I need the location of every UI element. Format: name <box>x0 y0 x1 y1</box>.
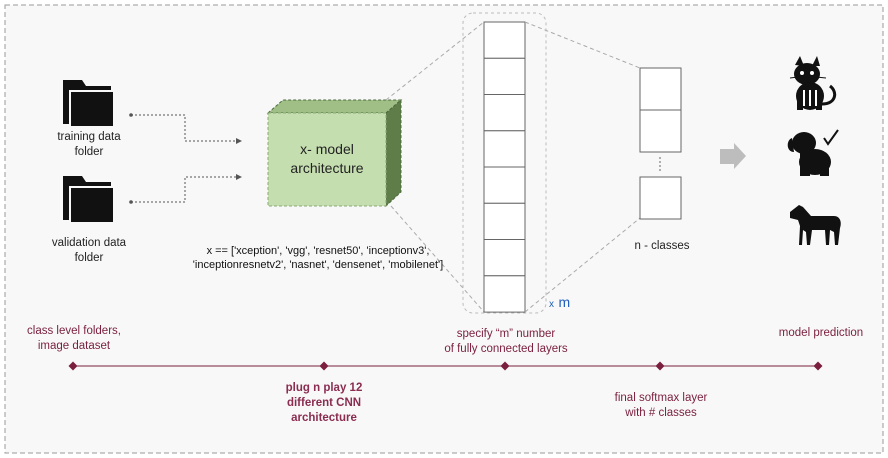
timeline-label-softmax: final softmax layer with # classes <box>596 391 726 421</box>
validation-connector-arrow <box>236 174 242 180</box>
model-label-line2: architecture <box>290 160 364 176</box>
training-connector-dot <box>129 113 133 117</box>
multiplier-x: x <box>549 299 554 310</box>
timeline-marker-dense <box>500 361 510 371</box>
timeline-label-dense-line1: specify “m” number <box>456 328 556 340</box>
softmax-layer <box>639 67 682 220</box>
dense-unit <box>483 21 526 59</box>
training-label-line1: training data <box>57 131 121 143</box>
softmax-unit-n <box>639 176 682 220</box>
timeline-marker-prediction <box>813 361 823 371</box>
projection-line-softmax-bottom <box>524 217 641 313</box>
training-folder-icon <box>63 80 113 126</box>
outer-frame <box>4 4 884 454</box>
dense-unit <box>483 239 526 277</box>
timeline-label-softmax-line2: with # classes <box>625 407 697 419</box>
timeline-label-dataset-line2: image dataset <box>37 340 111 352</box>
softmax-unit-2 <box>639 109 682 153</box>
model-box-side <box>385 98 402 208</box>
training-connector-arrow <box>236 138 242 144</box>
timeline <box>68 361 823 371</box>
model-box <box>266 98 403 208</box>
architecture-list-line2: 'inceptionresnetv2', 'nasnet', 'densenet… <box>192 259 444 271</box>
validation-folder-icon <box>63 176 113 222</box>
architecture-list: x == ['xception', 'vgg', 'resnet50', 'in… <box>168 244 468 272</box>
timeline-label-softmax-line1: final softmax layer <box>614 392 708 404</box>
timeline-label-cnn-line3: architecture <box>291 412 357 424</box>
validation-connector-dot <box>129 200 133 204</box>
validation-label-line1: validation data <box>51 237 127 249</box>
prediction-arrow-icon <box>720 143 746 169</box>
dense-unit <box>483 94 526 132</box>
multiplier-m: m <box>558 294 571 310</box>
timeline-label-dataset: class level folders, image dataset <box>14 324 134 354</box>
dense-unit <box>483 202 526 241</box>
validation-connector <box>131 176 236 203</box>
validation-label-line2: folder <box>74 252 104 264</box>
timeline-label-dense: specify “m” number of fully connected la… <box>436 327 576 357</box>
cat-icon <box>789 56 837 110</box>
training-label-line2: folder <box>74 146 104 158</box>
dense-layer-stack <box>483 21 526 313</box>
dense-unit <box>483 130 526 168</box>
timeline-label-dense-line2: of fully connected layers <box>444 343 568 355</box>
architecture-list-line1: x == ['xception', 'vgg', 'resnet50', 'in… <box>206 245 430 257</box>
timeline-label-cnn-line2: different CNN <box>286 397 362 409</box>
model-box-top <box>266 99 403 114</box>
training-data-label: training data folder <box>34 130 144 160</box>
timeline-marker-dataset <box>68 361 78 371</box>
timeline-label-cnn: plug n play 12 different CNN architectur… <box>264 381 384 426</box>
dense-group-outline <box>462 12 547 314</box>
timeline-label-dataset-line1: class level folders, <box>27 325 121 337</box>
dense-unit <box>483 275 526 313</box>
model-box-front <box>267 112 387 207</box>
dense-multiplier: x m <box>549 294 570 312</box>
timeline-label-cnn-line1: plug n play 12 <box>285 382 363 394</box>
softmax-unit-1 <box>639 67 682 111</box>
projection-line-bottom <box>390 205 485 313</box>
model-label-line1: x- model <box>300 141 354 157</box>
timeline-marker-softmax <box>655 361 665 371</box>
model-label: x- model architecture <box>268 140 386 178</box>
validation-data-label: validation data folder <box>34 236 144 266</box>
dense-unit <box>483 57 526 96</box>
timeline-label-prediction: model prediction <box>778 327 864 339</box>
dog-icon <box>787 129 839 176</box>
training-connector <box>131 114 236 142</box>
dense-unit <box>483 166 526 204</box>
timeline-marker-cnn <box>319 361 329 371</box>
horse-icon <box>790 205 841 245</box>
n-classes-label: n - classes <box>634 240 690 252</box>
